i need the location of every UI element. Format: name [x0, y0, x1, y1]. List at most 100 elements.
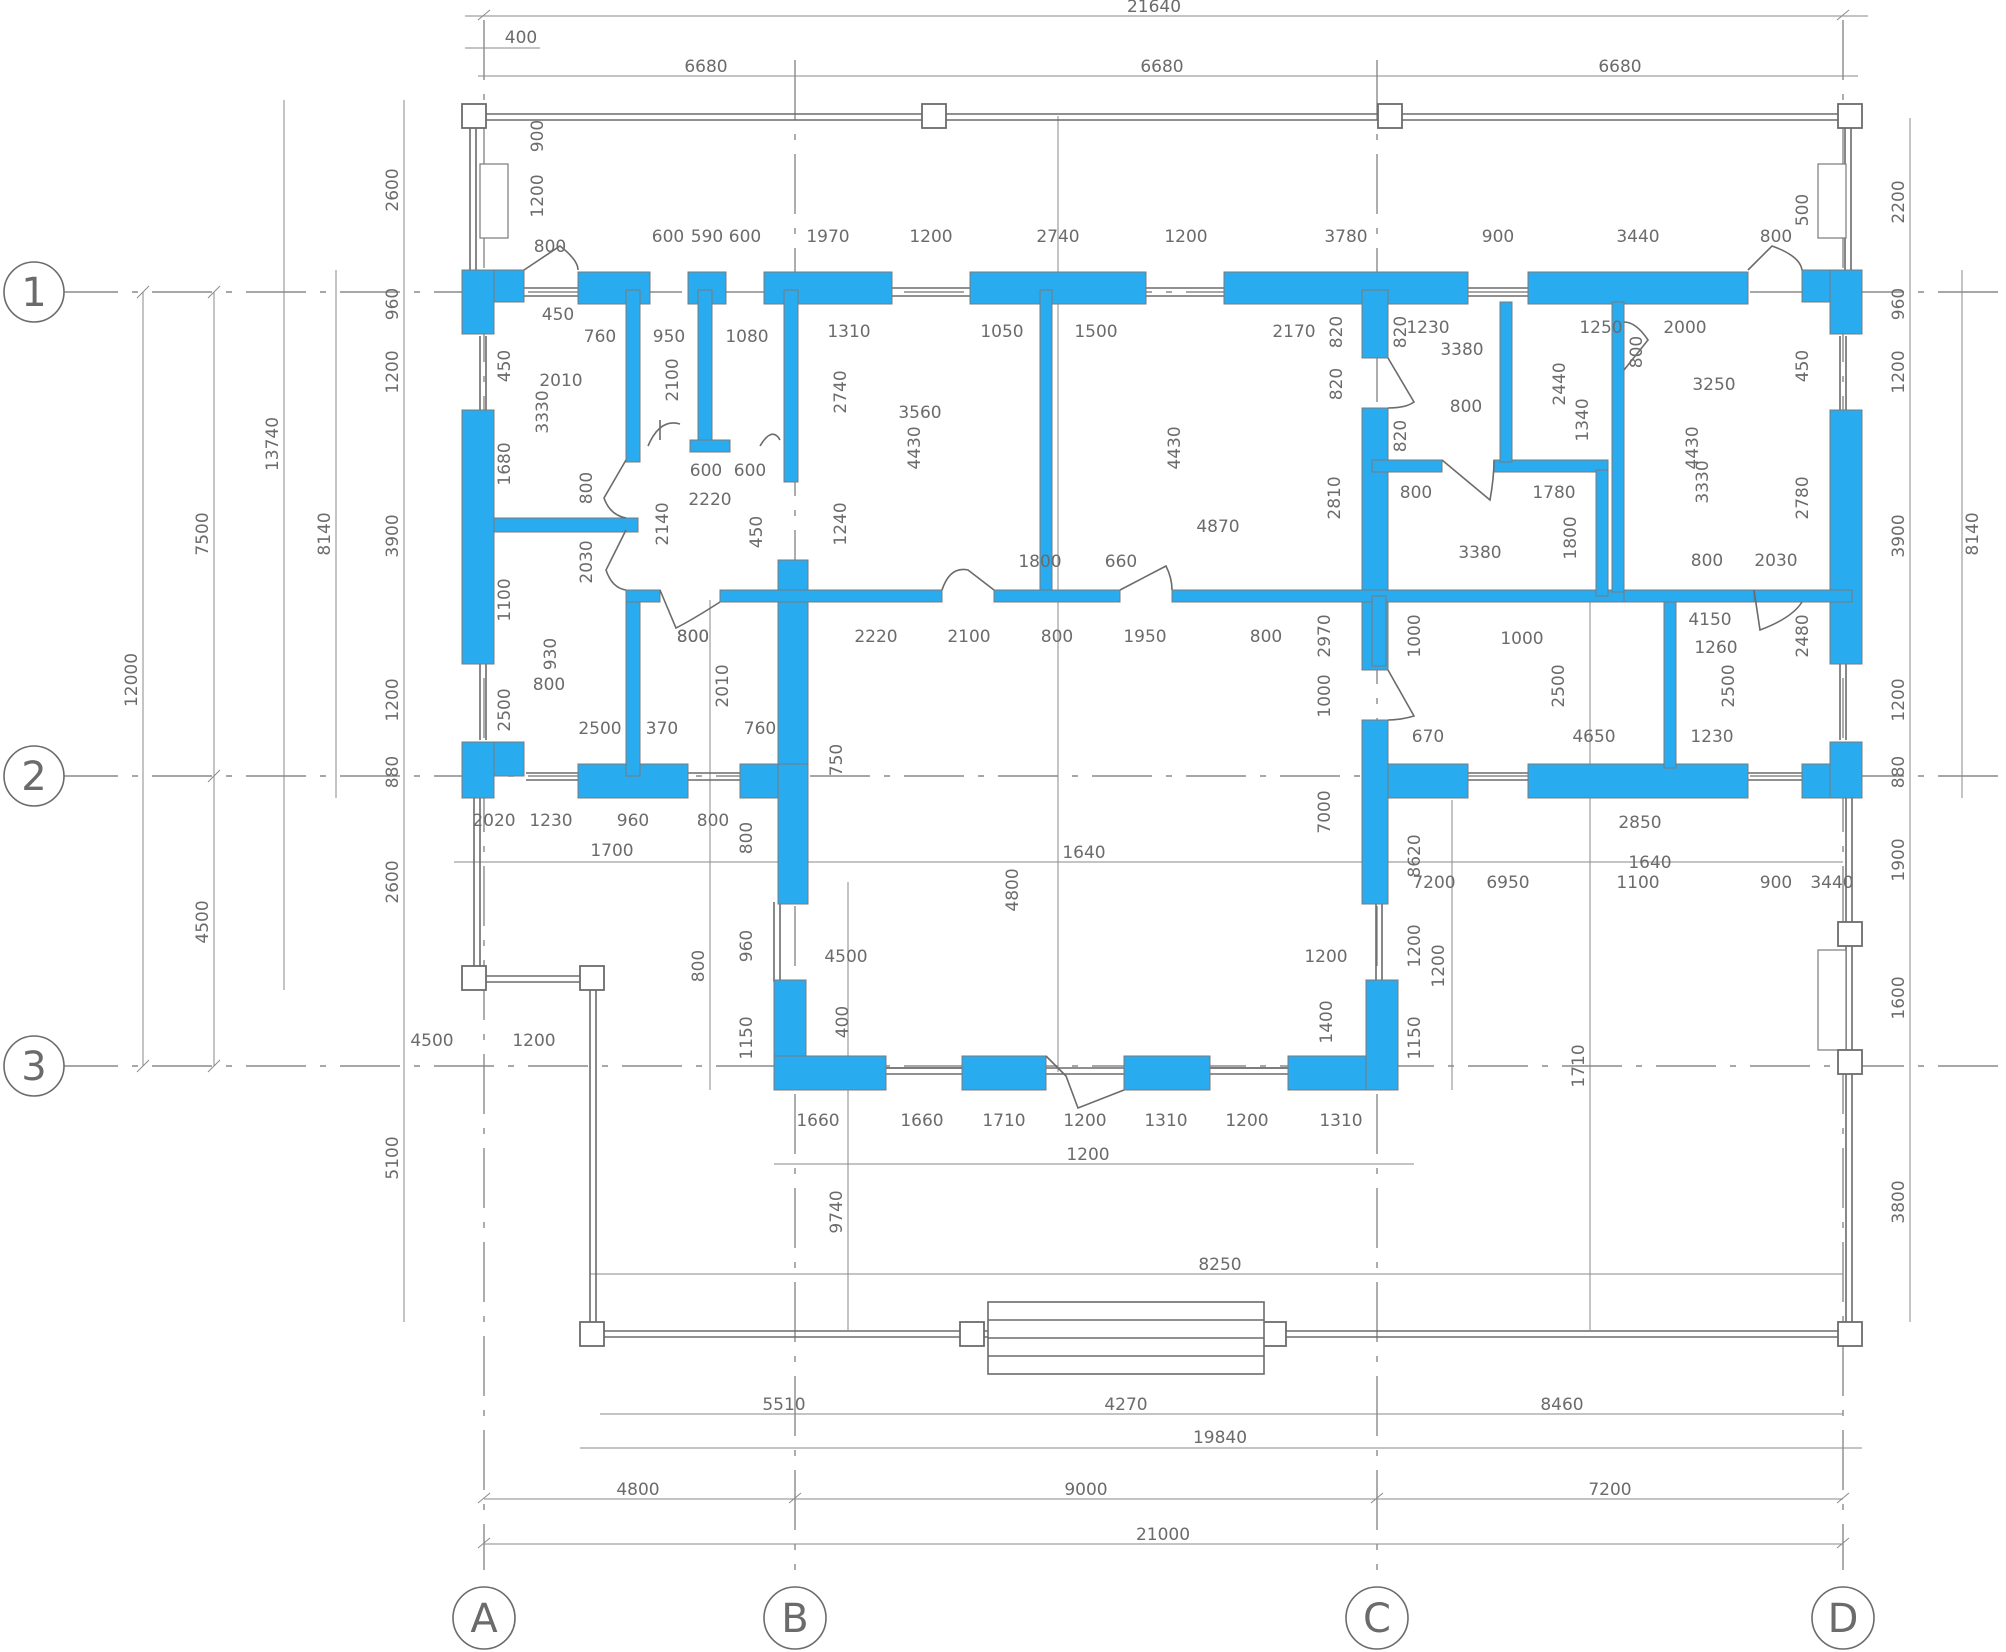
- column: [461, 103, 487, 129]
- column: [1837, 1321, 1863, 1347]
- column: [1837, 103, 1863, 129]
- dim-label: 2200: [1889, 180, 1909, 223]
- dim-label: 900: [528, 120, 548, 152]
- dim-label: 1230: [1690, 727, 1733, 747]
- dim-label: 1000: [1405, 614, 1425, 657]
- wall: [1361, 289, 1389, 359]
- dim-label: 1080: [725, 327, 768, 347]
- dim-label: 4430: [1683, 426, 1703, 469]
- dim-label: 1400: [1317, 1000, 1337, 1043]
- dim-label: 800: [1627, 336, 1647, 368]
- dim-label: 4800: [616, 1480, 659, 1500]
- door: [759, 433, 781, 447]
- dim-label: 660: [1105, 552, 1137, 572]
- dim-label: 1200: [383, 678, 403, 721]
- axis-label-b: B: [781, 1596, 808, 1642]
- dim-label: 2500: [1549, 664, 1569, 707]
- wall: [625, 589, 641, 777]
- dim-label: 400: [505, 28, 537, 48]
- dim-label: 9000: [1064, 1480, 1107, 1500]
- dim-label: 1000: [1315, 674, 1335, 717]
- dim-label: 2740: [1036, 227, 1079, 247]
- dim-label: 3900: [1889, 514, 1909, 557]
- dim-label: 450: [542, 305, 574, 325]
- axis-bubble-2: 2: [3, 745, 65, 807]
- wall: [777, 763, 809, 905]
- dim-label: 2600: [383, 168, 403, 211]
- dim-label: 2500: [578, 719, 621, 739]
- dim-label: 1310: [827, 322, 870, 342]
- wall: [773, 1055, 887, 1091]
- dim-label: 2020: [472, 811, 515, 831]
- dim-label: 3440: [1616, 227, 1659, 247]
- dim-label: 3330: [533, 390, 553, 433]
- dim-label: 600: [729, 227, 761, 247]
- dim-label: 2740: [831, 370, 851, 413]
- dim-label: 760: [744, 719, 776, 739]
- dim-label: 9740: [827, 1190, 847, 1233]
- wall: [993, 589, 1121, 603]
- door: [1753, 589, 1803, 632]
- dim-label: 760: [584, 327, 616, 347]
- dim-label: 2220: [854, 627, 897, 647]
- wall: [1039, 289, 1053, 595]
- dim-label: 3440: [1810, 873, 1853, 893]
- dim-label: 930: [541, 638, 561, 670]
- wall: [1623, 589, 1755, 603]
- dim-label: 1200: [1063, 1111, 1106, 1131]
- dim-label: 2970: [1315, 614, 1335, 657]
- door: [1119, 564, 1173, 591]
- dim-label: 12000: [122, 653, 142, 707]
- dim-label: 800: [1691, 551, 1723, 571]
- dim-label: 1100: [495, 578, 515, 621]
- axis-bubble-d: D: [1811, 1586, 1875, 1650]
- dim-label: 1310: [1319, 1111, 1362, 1131]
- dim-label: 2220: [688, 490, 731, 510]
- dim-label: 2500: [1719, 664, 1739, 707]
- dim-label: 1150: [737, 1016, 757, 1059]
- dim-label: 4800: [1003, 868, 1023, 911]
- door: [1387, 669, 1416, 721]
- dim-label: 820: [1391, 420, 1411, 452]
- dim-label: 1200: [383, 350, 403, 393]
- dim-label: 1340: [1573, 398, 1593, 441]
- dim-label: 1150: [1405, 1016, 1425, 1059]
- dim-label: 21640: [1127, 0, 1181, 17]
- dim-label: 1640: [1628, 853, 1671, 873]
- door: [659, 589, 721, 630]
- dim-label: 1230: [529, 811, 572, 831]
- dim-label: 2170: [1272, 322, 1315, 342]
- wall: [1361, 719, 1389, 905]
- dim-label: 600: [690, 461, 722, 481]
- dim-label: 1800: [1561, 516, 1581, 559]
- dim-label: 880: [383, 756, 403, 788]
- dim-label: 800: [677, 627, 709, 647]
- wall: [1663, 595, 1677, 769]
- dim-label: 1200: [512, 1031, 555, 1051]
- door: [941, 568, 995, 591]
- dim-label: 8620: [1405, 834, 1425, 877]
- dim-label: 1950: [1123, 627, 1166, 647]
- wall: [493, 517, 639, 533]
- dim-label: 19840: [1193, 1428, 1247, 1448]
- dim-label: 21000: [1136, 1525, 1190, 1545]
- wall: [1223, 271, 1469, 305]
- window-glazing: [479, 287, 1847, 1069]
- wall: [1829, 269, 1863, 335]
- dim-label: 2010: [539, 371, 582, 391]
- entrance-stairs: [987, 1301, 1265, 1375]
- dim-label: 800: [1250, 627, 1282, 647]
- dim-label: 1500: [1074, 322, 1117, 342]
- wall: [461, 409, 495, 665]
- dim-label: 2000: [1663, 318, 1706, 338]
- dim-label: 800: [1760, 227, 1792, 247]
- dim-label: 1260: [1694, 638, 1737, 658]
- dim-label: 800: [697, 811, 729, 831]
- door: [523, 245, 579, 271]
- wall: [1527, 271, 1749, 305]
- dim-label: 670: [1412, 727, 1444, 747]
- dim-label: 900: [1760, 873, 1792, 893]
- door: [1623, 321, 1649, 371]
- dimension-lines: [142, 15, 1963, 1545]
- dim-label: 4650: [1572, 727, 1615, 747]
